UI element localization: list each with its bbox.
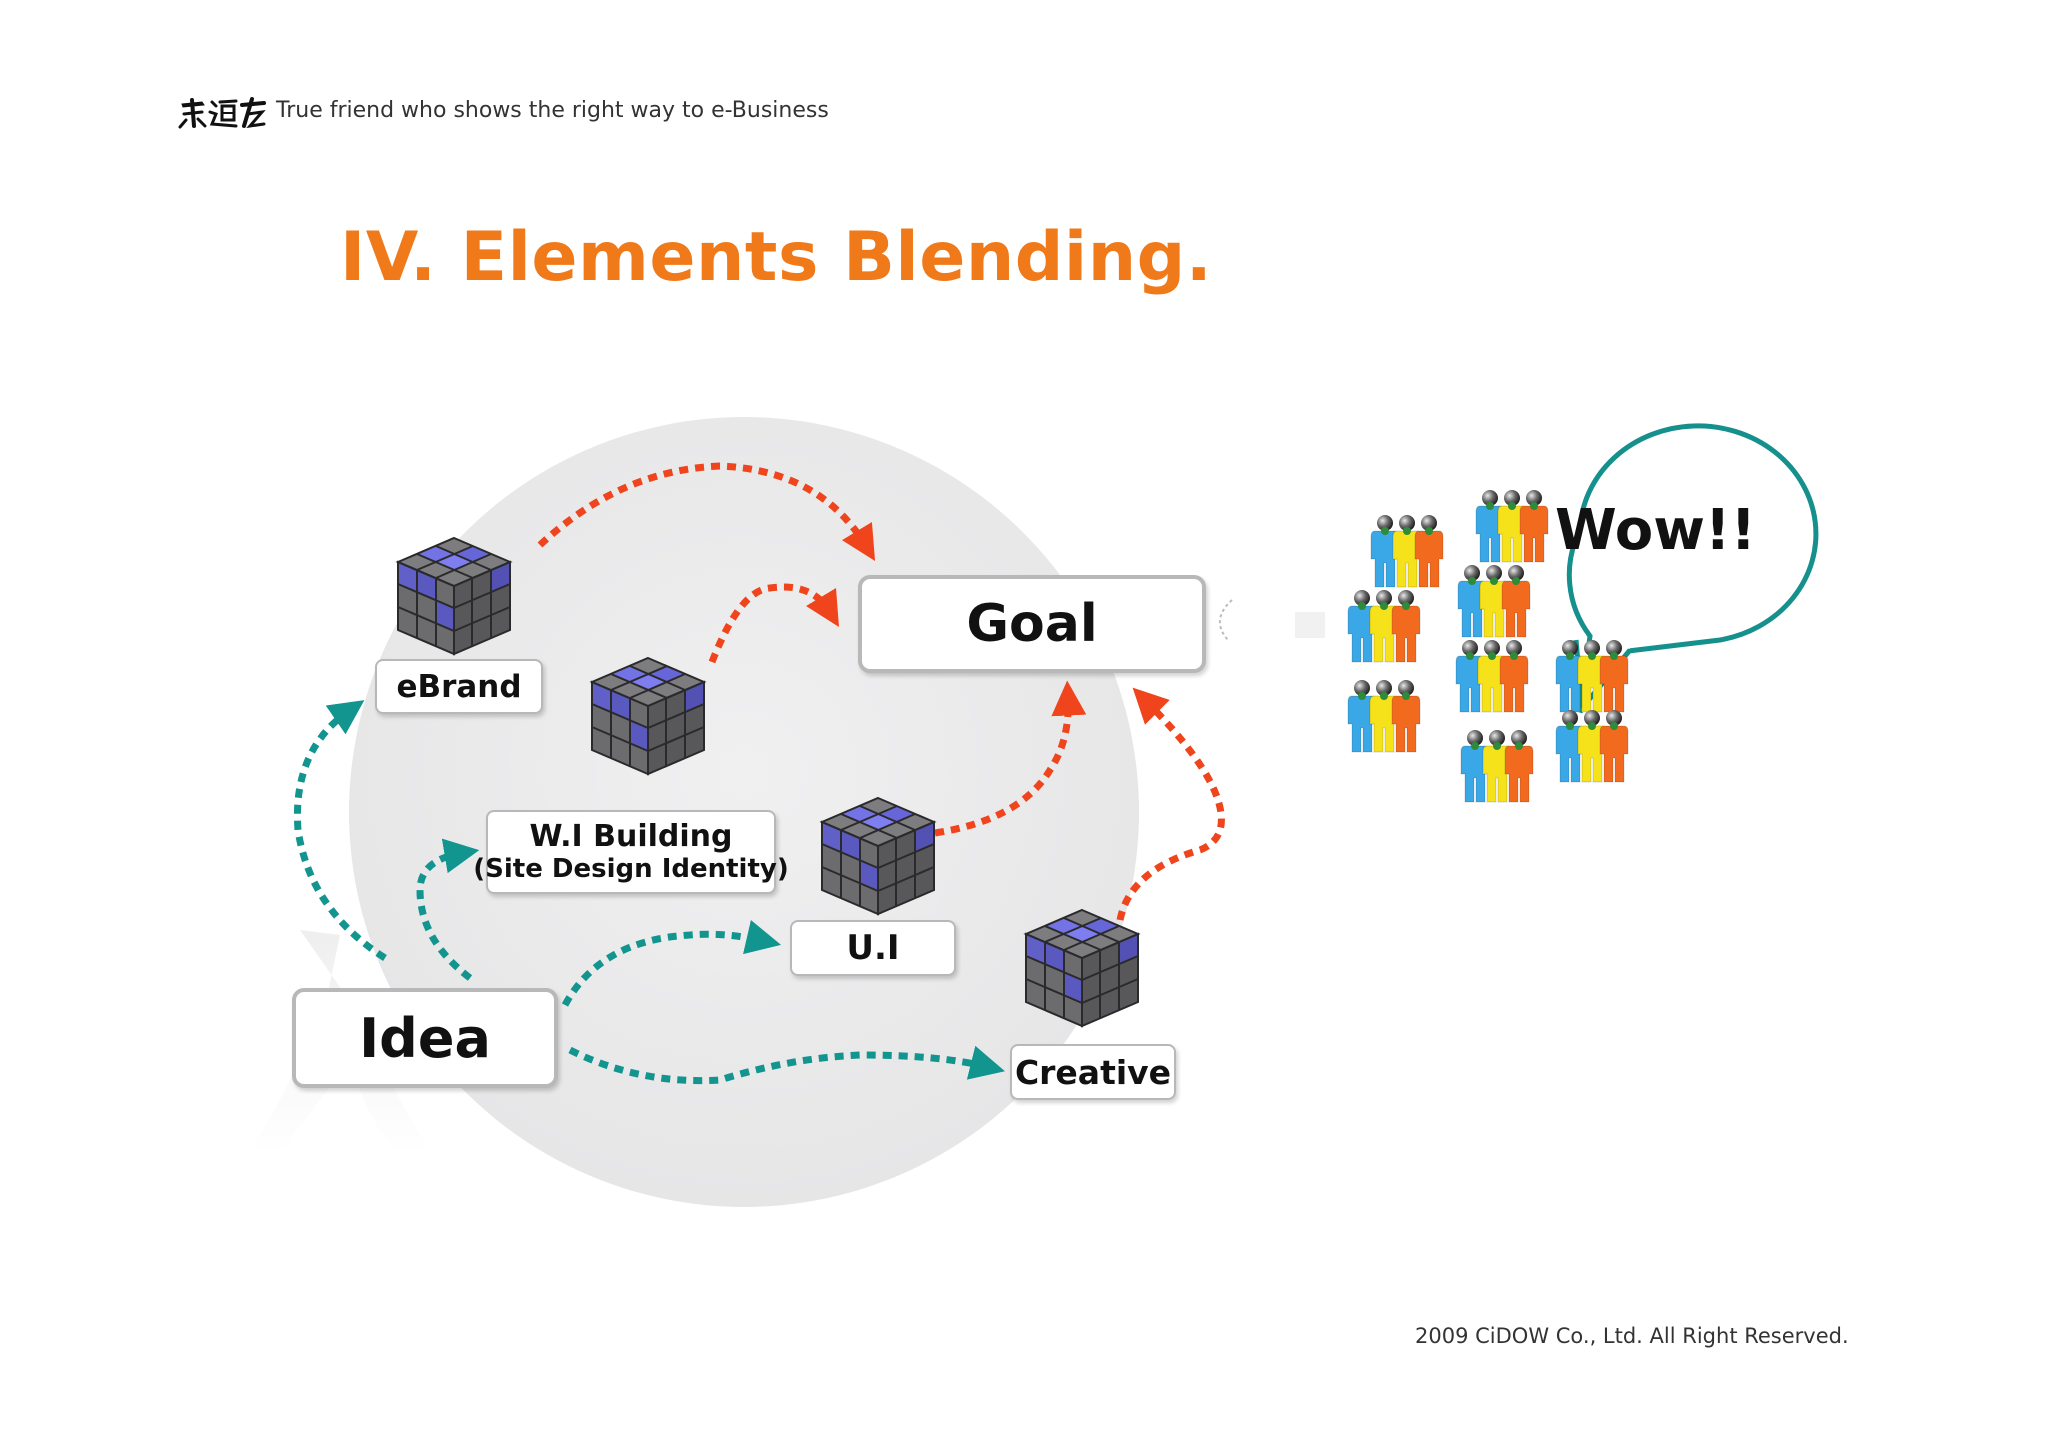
person-collar	[1515, 742, 1523, 750]
person-collar	[1588, 652, 1596, 660]
person-head	[1467, 730, 1483, 746]
person-figure	[1519, 505, 1549, 563]
person-head	[1508, 565, 1524, 581]
person-collar	[1358, 692, 1366, 700]
person-figure	[1501, 580, 1531, 638]
wi-building-label: W.I Building	[529, 819, 733, 854]
arrow-ebrand-to-goal	[537, 462, 876, 561]
person-collar	[1610, 722, 1618, 730]
arrow-idea-to-ebrand	[293, 700, 387, 961]
goal-box: Goal	[858, 575, 1206, 673]
rubiks-cube-icon	[397, 537, 511, 655]
person-collar	[1486, 502, 1494, 510]
person-collar	[1508, 502, 1516, 510]
wi-building-sublabel: (Site Design Identity)	[473, 854, 789, 884]
rubiks-cube-icon	[1025, 909, 1139, 1027]
person-head	[1504, 490, 1520, 506]
arrow-idea-to-creative	[568, 1045, 1005, 1085]
person-collar	[1358, 602, 1366, 610]
goal-label: Goal	[966, 594, 1098, 654]
person-head	[1354, 590, 1370, 606]
person-figure	[1499, 655, 1529, 713]
person-figure	[1599, 655, 1629, 713]
person-figure	[1391, 695, 1421, 753]
person-collar	[1566, 722, 1574, 730]
rubiks-cube-icon	[591, 657, 705, 775]
idea-label: Idea	[359, 1006, 491, 1070]
ebrand-box: eBrand	[375, 659, 543, 714]
person-figure	[1391, 605, 1421, 663]
arrow-idea-to-wib	[416, 838, 480, 981]
person-head	[1511, 730, 1527, 746]
person-head	[1399, 515, 1415, 531]
creative-label: Creative	[1014, 1052, 1172, 1092]
person-head	[1482, 490, 1498, 506]
person-collar	[1488, 652, 1496, 660]
person-head	[1377, 515, 1393, 531]
person-collar	[1468, 577, 1476, 585]
person-head	[1486, 565, 1502, 581]
arrow-wib-to-goal	[708, 583, 840, 664]
person-collar	[1566, 652, 1574, 660]
person-collar	[1380, 692, 1388, 700]
person-head	[1506, 640, 1522, 656]
idea-box: Idea	[292, 988, 558, 1088]
person-head	[1562, 710, 1578, 726]
person-collar	[1381, 527, 1389, 535]
person-head	[1421, 515, 1437, 531]
person-figure	[1414, 530, 1444, 588]
person-figure	[1599, 725, 1629, 783]
creative-box: Creative	[1010, 1044, 1176, 1100]
small-arc	[1219, 599, 1233, 641]
person-collar	[1610, 652, 1618, 660]
person-head	[1354, 680, 1370, 696]
person-collar	[1512, 577, 1520, 585]
speech-bubble-icon	[1566, 423, 1819, 714]
person-head	[1484, 640, 1500, 656]
person-collar	[1471, 742, 1479, 750]
person-head	[1584, 640, 1600, 656]
person-collar	[1588, 722, 1596, 730]
person-head	[1462, 640, 1478, 656]
rubiks-cube-icon	[821, 797, 935, 915]
person-head	[1584, 710, 1600, 726]
copyright: 2009 CiDOW Co., Ltd. All Right Reserved.	[1415, 1324, 1849, 1348]
person-head	[1489, 730, 1505, 746]
arrow-idea-to-ui	[561, 920, 782, 1007]
person-head	[1376, 680, 1392, 696]
page-title: IV. Elements Blending.	[340, 218, 1213, 297]
person-collar	[1530, 502, 1538, 510]
person-collar	[1425, 527, 1433, 535]
person-collar	[1466, 652, 1474, 660]
ui-label: U.I	[846, 928, 900, 968]
person-collar	[1493, 742, 1501, 750]
person-head	[1398, 680, 1414, 696]
person-collar	[1402, 692, 1410, 700]
person-collar	[1510, 652, 1518, 660]
arrow-ui-to-goal	[934, 680, 1087, 837]
person-head	[1464, 565, 1480, 581]
person-collar	[1403, 527, 1411, 535]
logo-icon	[178, 97, 266, 129]
person-collar	[1490, 577, 1498, 585]
person-head	[1562, 640, 1578, 656]
person-head	[1606, 640, 1622, 656]
ebrand-label: eBrand	[396, 668, 522, 705]
people-crowd-icon	[1347, 490, 1629, 803]
person-collar	[1380, 602, 1388, 610]
ui-box: U.I	[790, 920, 956, 976]
bubble-text: Wow!!	[1555, 498, 1757, 563]
person-head	[1606, 710, 1622, 726]
arrow-creative-to-goal	[1116, 687, 1225, 921]
person-head	[1526, 490, 1542, 506]
wi-building-box: W.I Building (Site Design Identity)	[473, 810, 789, 894]
person-head	[1398, 590, 1414, 606]
person-head	[1376, 590, 1392, 606]
tagline: True friend who shows the right way to e…	[276, 98, 829, 123]
person-figure	[1504, 745, 1534, 803]
person-collar	[1402, 602, 1410, 610]
